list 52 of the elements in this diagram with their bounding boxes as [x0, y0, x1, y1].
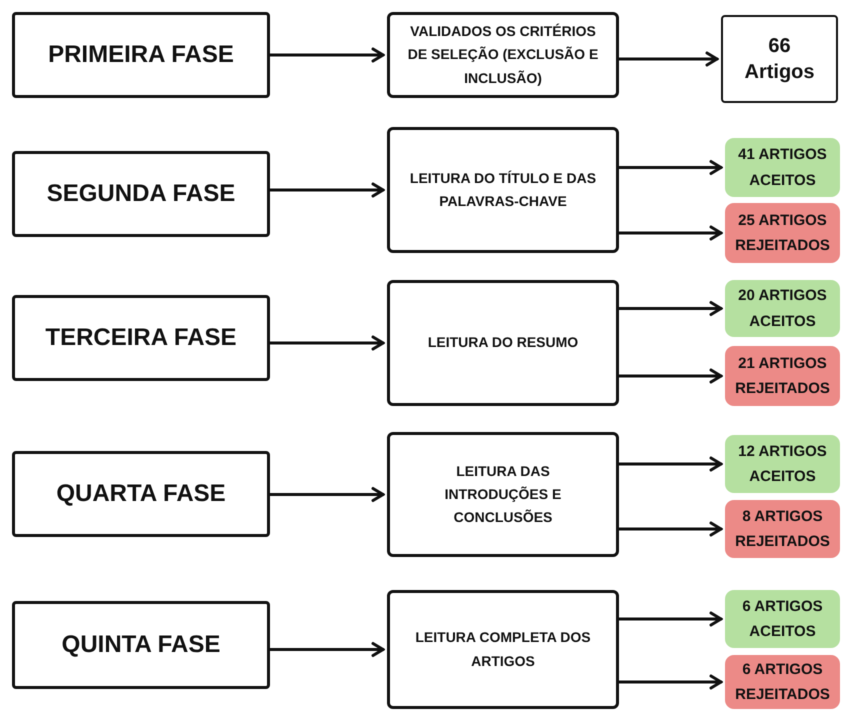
arrow [619, 612, 722, 626]
node-text: QUARTA FASE [56, 480, 226, 508]
process-box [387, 12, 619, 98]
phase-box [12, 151, 270, 237]
phase-box [12, 451, 270, 537]
node-text: PRIMEIRA FASE [48, 41, 234, 69]
accepted-box [725, 138, 840, 197]
arrow [619, 368, 722, 384]
process-box [387, 590, 619, 709]
phase-box [12, 12, 270, 98]
phase-box [12, 601, 270, 689]
arrow [619, 301, 722, 316]
process-box [387, 280, 619, 406]
arrow [270, 487, 384, 502]
node-text: LEITURA DO TÍTULO E DAS PALAVRAS-CHAVE [408, 168, 598, 211]
node-text: 12 ARTIGOS ACEITOS [737, 442, 828, 487]
node-text: 6 ARTIGOS ACEITOS [741, 596, 824, 642]
node-text: LEITURA DAS INTRODUÇÕES E CONCLUSÕES [444, 462, 562, 528]
rejected-box [725, 500, 840, 558]
node-text: 25 ARTIGOS REJEITADOS [734, 210, 831, 256]
node-text: 21 ARTIGOS REJEITADOS [734, 354, 831, 399]
arrow [619, 456, 722, 472]
rejected-box [725, 203, 840, 263]
arrow [619, 674, 722, 690]
rejected-box [725, 655, 840, 709]
rejected-box [725, 346, 840, 406]
result-box [721, 15, 838, 103]
node-text: 6 ARTIGOS REJEITADOS [734, 660, 831, 705]
arrow [270, 182, 384, 198]
node-text: 8 ARTIGOS REJEITADOS [734, 506, 831, 552]
process-box [387, 432, 619, 557]
arrow [619, 226, 722, 240]
phase-box [12, 295, 270, 381]
arrow [270, 48, 384, 62]
node-text: 20 ARTIGOS ACEITOS [737, 286, 828, 332]
node-text: SEGUNDA FASE [46, 180, 236, 208]
node-text: LEITURA COMPLETA DOS ARTIGOS [414, 628, 592, 670]
accepted-box [725, 590, 840, 648]
node-text: LEITURA DO RESUMO [428, 333, 578, 352]
node-text: VALIDADOS OS CRITÉRIOS DE SELEÇÃO (EXCLUSÃO E INCLUSÃO) [406, 22, 600, 88]
arrow [270, 336, 384, 350]
arrow [619, 522, 722, 536]
process-box [387, 127, 619, 253]
node-text: 66 Artigos [744, 34, 816, 85]
arrow [619, 160, 722, 175]
node-text: 41 ARTIGOS ACEITOS [737, 145, 828, 190]
accepted-box [725, 435, 840, 493]
arrow [270, 642, 384, 657]
node-text: QUINTA FASE [62, 631, 220, 659]
accepted-box [725, 280, 840, 337]
node-text: TERCEIRA FASE [45, 324, 237, 352]
arrow [619, 52, 718, 66]
